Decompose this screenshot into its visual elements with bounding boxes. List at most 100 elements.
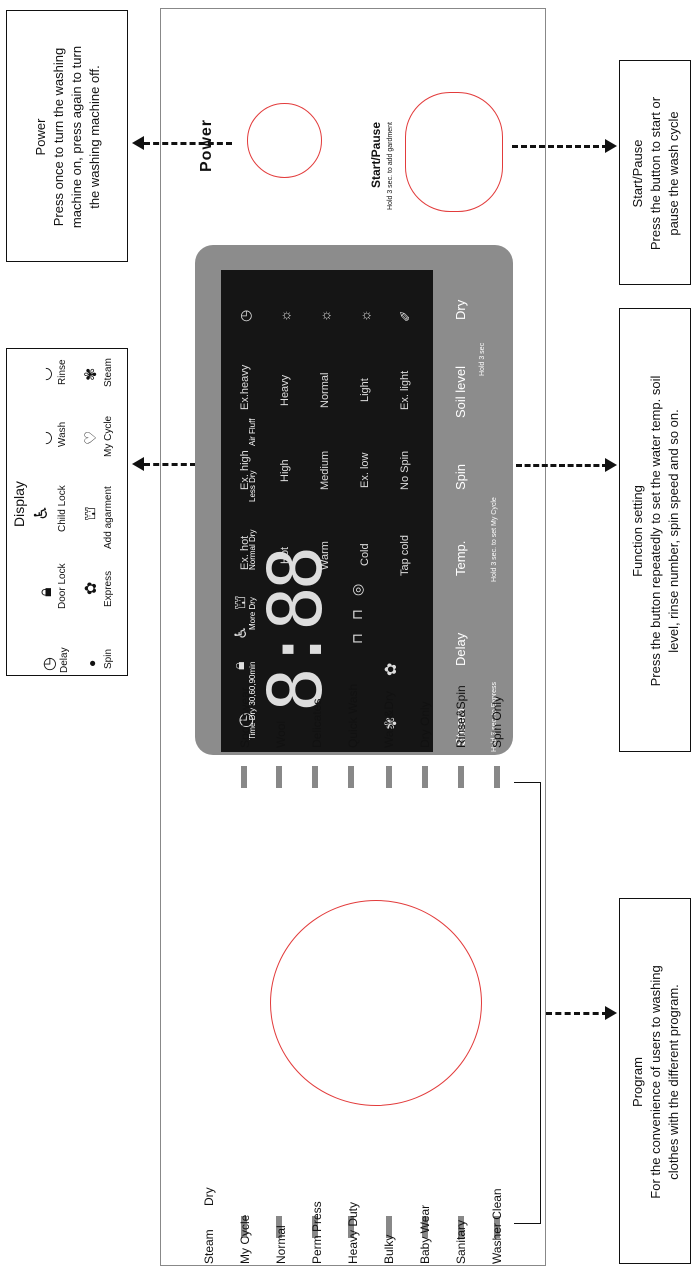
my-cycle-hint: Hold 3 sec. to set My Cycle bbox=[491, 497, 498, 582]
temp-button[interactable]: Temp. bbox=[453, 540, 468, 576]
temp-tap-cold: Tap cold bbox=[399, 535, 411, 576]
selector-mark bbox=[276, 766, 282, 788]
function-callout: Function setting Press the button repeat… bbox=[619, 308, 691, 752]
program-my-cycle[interactable]: My Cycle bbox=[238, 1214, 252, 1264]
display-callout-title: Display bbox=[11, 481, 27, 527]
program-callout-line2: clothes with the different program. bbox=[666, 984, 681, 1180]
program-bulky[interactable]: Bulky bbox=[382, 1234, 396, 1264]
start-pause-callout: Start/Pause Press the button to start or… bbox=[619, 60, 691, 285]
lcd-add-garment-icon: ⛫ bbox=[232, 595, 249, 610]
program-delicates[interactable]: Delicates bbox=[310, 698, 324, 748]
selector-mark bbox=[458, 766, 464, 788]
program-dry-only[interactable]: Dry Only bbox=[418, 701, 432, 748]
program-spin-only[interactable]: Spin Only bbox=[490, 695, 504, 748]
display-arrow-line bbox=[144, 463, 196, 466]
program-sportswear[interactable]: Sportswear bbox=[238, 687, 252, 748]
soil-ex-heavy: Ex.heavy bbox=[239, 364, 251, 410]
spin-label: Spin bbox=[103, 648, 114, 669]
express-label: Express bbox=[103, 570, 114, 607]
lock-icon: 🔒︎ bbox=[35, 587, 55, 597]
dry-timer-icon: ◷ bbox=[237, 309, 253, 322]
temp-warm: Warm bbox=[319, 541, 331, 570]
lcd-child-lock-icon: ♿︎ bbox=[233, 625, 250, 640]
clock-icon: ◷ bbox=[41, 657, 58, 671]
power-callout: Power Press once to turn the washing mac… bbox=[6, 10, 128, 262]
power-arrow-line bbox=[144, 142, 232, 145]
spin-button[interactable]: Spin bbox=[453, 463, 468, 490]
display-callout: Display 🔒︎ ♿︎ ◡ ◡ Door Lock Child Lock W… bbox=[6, 348, 128, 676]
wash-tub-icon: ◡ bbox=[37, 431, 54, 445]
program-normal[interactable]: Normal bbox=[274, 1225, 288, 1264]
lcd-spin-icon: ◎ bbox=[349, 583, 365, 596]
start-callout-line1: Press the button to start or bbox=[648, 96, 663, 251]
selector-mark bbox=[348, 1216, 354, 1238]
delay-label: Delay bbox=[59, 647, 70, 673]
function-arrow-line bbox=[516, 464, 608, 467]
program-quick-wash[interactable]: Quick Wash bbox=[346, 683, 360, 748]
program-rinse-spin[interactable]: Rinse&Spin bbox=[454, 685, 468, 748]
temp-hot: Hot bbox=[279, 546, 291, 564]
my-cycle-label: My Cycle bbox=[103, 415, 114, 457]
spin-no-spin: No Spin bbox=[399, 450, 411, 490]
heart-icon: ♡ bbox=[83, 430, 100, 445]
program-baby-wear[interactable]: Baby Wear bbox=[418, 1204, 432, 1264]
dry-more-icon: ☼ bbox=[277, 309, 293, 322]
child-lock-label: Child Lock bbox=[57, 485, 68, 532]
power-callout-title: Power bbox=[33, 118, 48, 156]
selector-mark bbox=[458, 1216, 464, 1238]
express-icon: ✿ bbox=[83, 581, 100, 595]
function-callout-line2: level, rinse number, spin speed and so o… bbox=[666, 409, 681, 653]
dry-less-icon: ☼ bbox=[357, 309, 373, 322]
program-washer-clean[interactable]: Washer Clean bbox=[490, 1188, 504, 1264]
lcd-rinse-icon: ⊓ bbox=[349, 609, 365, 620]
selector-mark bbox=[348, 766, 354, 788]
selector-mark bbox=[312, 766, 318, 788]
soil-heavy: Heavy bbox=[279, 374, 291, 406]
program-callout: Program For the convenience of users to … bbox=[619, 898, 691, 1264]
lock-hint: Hold 3 sec bbox=[479, 342, 486, 376]
door-lock-label: Door Lock bbox=[57, 563, 68, 609]
selector-mark bbox=[276, 1216, 282, 1238]
selector-mark bbox=[241, 766, 247, 788]
function-callout-line1: Press the button repeatedly to set the w… bbox=[648, 375, 663, 687]
temp-ex-hot: Ex. hot bbox=[239, 535, 251, 570]
wash-label: Wash bbox=[57, 421, 68, 447]
temp-cold: Cold bbox=[359, 543, 371, 566]
rinse-label: Rinse bbox=[57, 359, 68, 385]
selector-mark bbox=[494, 766, 500, 788]
display-arrow-head bbox=[132, 457, 144, 471]
lcd-screen bbox=[221, 270, 433, 752]
start-pause-hint: Hold 3 sec. to add gardment bbox=[387, 122, 394, 210]
add-garment-label: Add agarment bbox=[103, 486, 114, 549]
start-arrow-line bbox=[512, 145, 608, 148]
selector-mark bbox=[422, 766, 428, 788]
dry-normal-icon: ☼ bbox=[317, 309, 333, 322]
spin-medium: Medium bbox=[319, 450, 331, 490]
rinse-tub-icon: ◡ bbox=[37, 367, 54, 381]
program-heavy-duty[interactable]: Heavy Duty bbox=[346, 1201, 360, 1264]
child-lock-icon: ♿︎ bbox=[31, 504, 51, 521]
dry-button[interactable]: Dry bbox=[453, 299, 468, 320]
soil-level-button[interactable]: Soil level bbox=[453, 365, 468, 418]
spin-ex-low: Ex. low bbox=[359, 452, 371, 488]
program-dial[interactable] bbox=[270, 900, 482, 1106]
steam-label: Steam bbox=[103, 358, 114, 387]
program-wash-dry[interactable]: Wash&Dry bbox=[382, 691, 396, 748]
soil-normal: Normal bbox=[319, 372, 331, 408]
function-arrow-head bbox=[605, 458, 617, 472]
add-garment-icon: ⛫ bbox=[82, 506, 99, 521]
start-pause-button[interactable] bbox=[405, 92, 503, 212]
power-callout-line1: Press once to turn the washing bbox=[51, 47, 66, 227]
program-sanitary[interactable]: Sanitary bbox=[454, 1219, 468, 1264]
start-pause-label: Start/Pause bbox=[369, 121, 383, 188]
function-callout-title: Function setting bbox=[630, 485, 645, 577]
program-perm-press[interactable]: Perm Press bbox=[310, 1201, 324, 1264]
soil-ex-light: Ex. light bbox=[399, 370, 411, 410]
legend-steam: Steam bbox=[202, 1229, 216, 1264]
program-wool[interactable]: Wool bbox=[274, 720, 288, 748]
selector-mark bbox=[422, 1216, 428, 1238]
legend-dry: Dry bbox=[202, 1187, 216, 1206]
power-callout-line3: the washing machine off. bbox=[87, 65, 102, 209]
power-button[interactable] bbox=[247, 103, 322, 178]
selector-mark bbox=[494, 1216, 500, 1238]
